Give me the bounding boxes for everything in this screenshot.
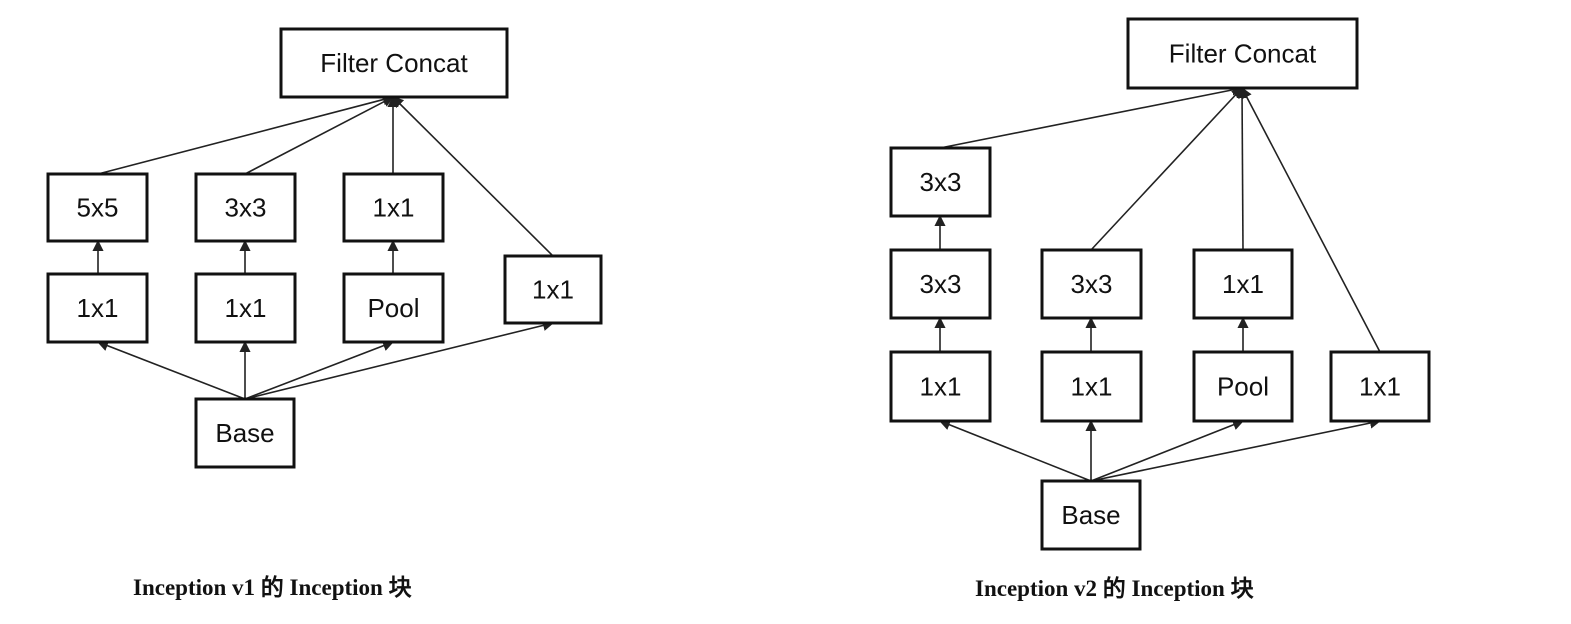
v2-node-base: Base [1040,479,1142,551]
v1-node-b1-top-label: 5x5 [77,193,119,223]
v2-node-base-label: Base [1061,500,1120,530]
v2-node-concat-label: Filter Concat [1169,39,1317,69]
v2-node-b1-mid: 3x3 [889,248,992,320]
v2-node-b2-bot: 1x1 [1040,350,1143,423]
v2-node-b3-mid: 1x1 [1192,248,1294,320]
v1-node-b1-top: 5x5 [46,172,149,243]
inception-v2-diagram: Filter Concat 3x3 3x3 3x3 1x1 1x1 1x1 P [889,17,1431,551]
v2-node-b3-bot-label: Pool [1217,372,1269,402]
edge-v1-base-to-b3-mid [244,340,395,400]
v2-node-b2-mid-label: 3x3 [1071,269,1113,299]
v2-node-concat: Filter Concat [1126,17,1359,90]
v1-node-b2-mid-label: 1x1 [225,293,267,323]
v1-node-b3-top: 1x1 [342,172,445,243]
edge-v2-b4-bot-to-concat [1241,87,1381,353]
v1-node-b3-top-label: 1x1 [373,193,415,223]
v2-node-b3-mid-label: 1x1 [1222,269,1264,299]
v2-node-b2-mid: 3x3 [1040,248,1143,320]
edge-v1-b1-top-to-concat [97,94,395,175]
v1-node-b2-mid: 1x1 [194,272,297,344]
edge-v2-b1-top-to-concat [939,84,1244,149]
edge-v2-b3-mid-to-concat [1236,86,1248,251]
edge-v2-base-to-b3-bot [1090,419,1245,482]
inception-v1-diagram: Filter Concat 5x5 3x3 1x1 1x1 1x1 Pool [46,27,603,469]
v1-node-base: Base [194,397,296,469]
v1-node-b4-mid-label: 1x1 [532,275,574,305]
v2-node-b1-bot: 1x1 [889,350,992,423]
edge-v1-base-to-b1-mid [96,340,246,400]
v2-node-b2-bot-label: 1x1 [1071,372,1113,402]
v1-node-b2-top: 3x3 [194,172,297,243]
edge-v1-base-to-b4-mid [244,319,555,400]
v2-edges [934,84,1382,482]
caption-inception-v1: Inception v1 的 Inception 块 [133,575,412,600]
v1-node-base-label: Base [215,418,274,448]
v2-node-b1-top: 3x3 [889,146,992,218]
edge-v2-b2-mid-to-concat [1090,87,1243,251]
v2-node-b4-bot: 1x1 [1329,350,1431,423]
v1-node-concat-label: Filter Concat [320,48,468,78]
edge-v2-base-to-b1-bot [938,419,1092,482]
v1-node-b1-mid: 1x1 [46,272,149,344]
v2-node-b4-bot-label: 1x1 [1359,372,1401,402]
edge-v1-b4-mid-to-concat [392,96,554,257]
v1-node-b2-top-label: 3x3 [225,193,267,223]
edge-v2-base-to-b4-bot [1090,417,1382,482]
v2-node-b1-bot-label: 1x1 [920,372,962,402]
v1-node-b3-mid-label: Pool [367,293,419,323]
v2-node-b1-top-label: 3x3 [920,167,962,197]
v1-node-b4-mid: 1x1 [503,254,603,325]
v1-edges [92,94,555,400]
v2-node-b3-bot: Pool [1192,350,1294,423]
v1-node-b3-mid: Pool [342,272,445,344]
caption-inception-v2: Inception v2 的 Inception 块 [975,576,1254,601]
v2-node-b1-mid-label: 3x3 [920,269,962,299]
edge-v1-b2-top-to-concat [244,96,394,175]
v1-node-b1-mid-label: 1x1 [77,293,119,323]
v1-node-concat: Filter Concat [279,27,509,99]
